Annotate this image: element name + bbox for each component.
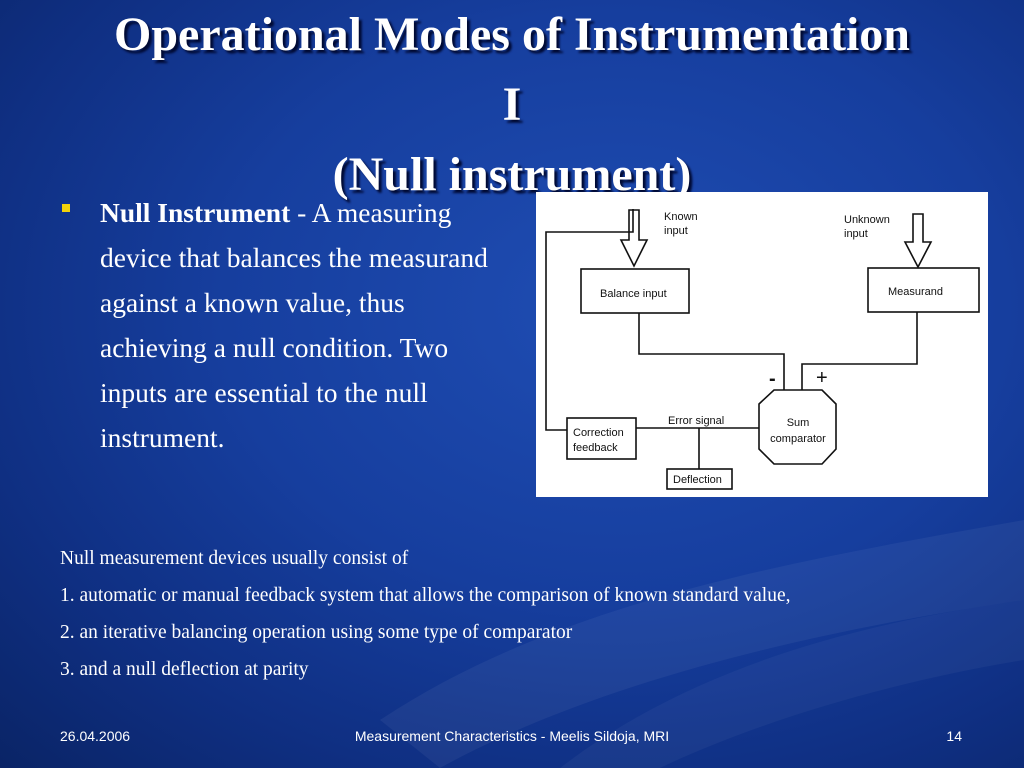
bullet-term: Null Instrument (100, 197, 291, 228)
footer-title: Measurement Characteristics - Meelis Sil… (354, 728, 670, 744)
unknown-input-arrow-icon (903, 213, 933, 269)
sum-comparator-label-2: comparator (770, 433, 826, 445)
known-input-label-2: input (664, 225, 688, 237)
bullet-block: Null Instrument - A measuring device tha… (60, 190, 490, 460)
footer-date: 26.04.2006 (60, 728, 131, 744)
body-line-4: 3. and a null deflection at parity (60, 659, 309, 680)
null-instrument-diagram: Known input Unknown input Balance input … (536, 192, 988, 497)
measurand-label: Measurand (888, 286, 943, 298)
bullet-definition: - A measuring device that balances the m… (100, 197, 488, 453)
known-input-arrow-icon (619, 209, 649, 268)
body-line-3: 2. an iterative balancing operation usin… (60, 622, 573, 643)
body-line-2: 1. automatic or manual feedback system t… (60, 585, 791, 606)
slide-title: Operational Modes of Instrumentation I (… (0, 0, 1024, 210)
balance-input-label: Balance input (600, 288, 667, 300)
measurand-box (867, 267, 980, 313)
correction-feedback-box (566, 417, 637, 460)
bullet-square-icon (62, 204, 70, 212)
title-line-2: I (502, 78, 522, 131)
known-input-label-1: Known (664, 211, 698, 223)
body-line-1: Null measurement devices usually consist… (60, 548, 409, 569)
body-text: Null measurement devices usually consist… (60, 540, 1010, 688)
error-signal-label: Error signal (668, 415, 724, 427)
sum-comparator-label-1: Sum (787, 417, 810, 429)
balance-input-box (580, 268, 690, 314)
title-line-1: Operational Modes of Instrumentation (114, 8, 910, 61)
unknown-input-label-1: Unknown (844, 214, 890, 226)
page-number: 14 (946, 728, 962, 744)
minus-sign: - (769, 368, 776, 390)
unknown-input-label-2: input (844, 228, 868, 240)
deflection-label: Deflection (673, 474, 722, 486)
sum-comparator-octagon (758, 389, 837, 465)
bullet-text: Null Instrument - A measuring device tha… (100, 190, 490, 460)
correction-feedback-label-1: Correction (573, 427, 624, 439)
plus-sign: + (816, 367, 828, 389)
correction-feedback-label-2: feedback (573, 442, 618, 454)
